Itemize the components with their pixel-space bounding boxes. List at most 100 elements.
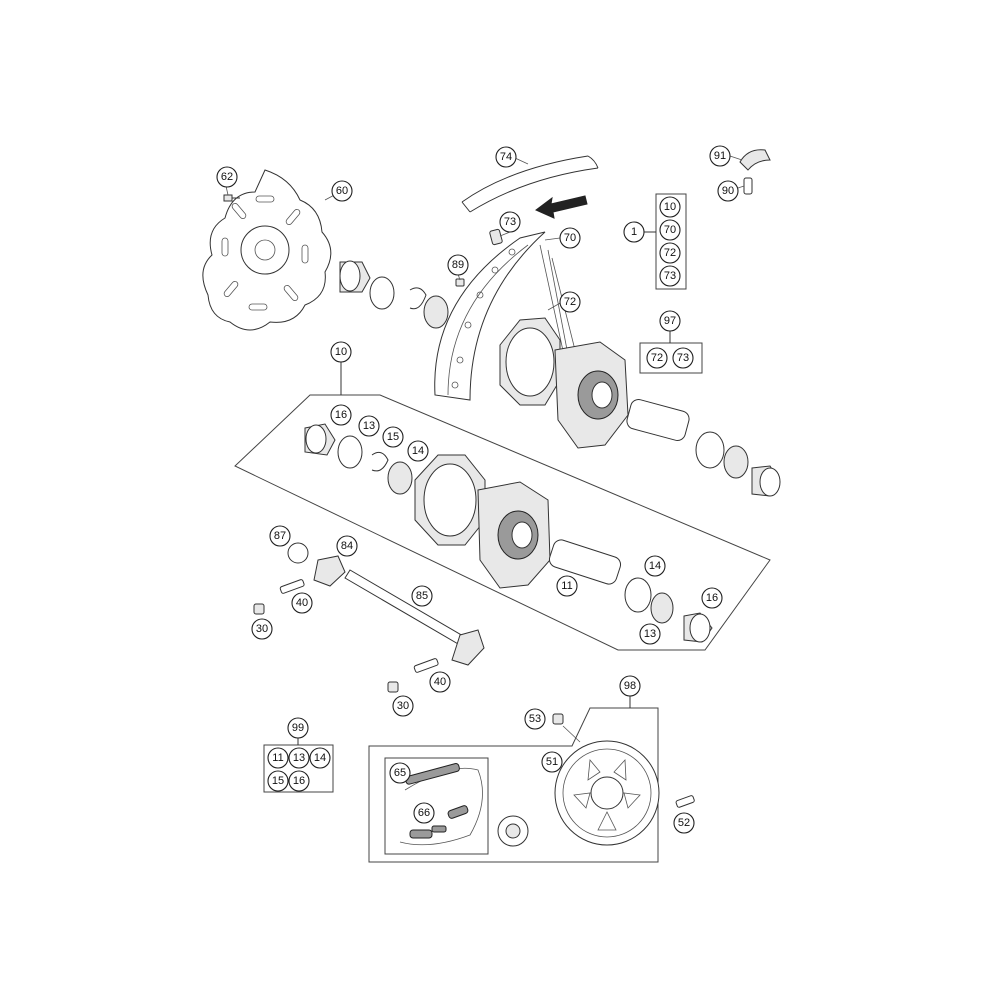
- direction-arrow-icon: [535, 195, 588, 219]
- svg-text:30: 30: [256, 623, 268, 635]
- adjuster-screw-upper: [253, 579, 305, 615]
- callout-99: 99: [287, 717, 309, 739]
- svg-text:98: 98: [624, 680, 636, 692]
- svg-text:10: 10: [335, 346, 347, 358]
- callout-90: 90: [717, 180, 739, 202]
- svg-text:89: 89: [452, 259, 464, 271]
- svg-text:51: 51: [546, 756, 558, 768]
- callout-91: 91: [709, 145, 731, 167]
- brake-disc: [202, 169, 332, 331]
- hub-upper-bearing-left: [339, 260, 449, 329]
- hub-kit-box: [234, 394, 771, 651]
- callout-87: 87: [269, 525, 291, 547]
- svg-text:91: 91: [714, 150, 726, 162]
- callout-kit99-13: 13: [288, 747, 310, 769]
- callout-kit99-11: 11: [267, 747, 289, 769]
- callout-51: 51: [541, 751, 563, 773]
- callout-kit99-16: 16: [288, 770, 310, 792]
- callout-kit99-14: 14: [309, 747, 331, 769]
- svg-text:62: 62: [221, 171, 233, 183]
- callout-40: 40: [291, 592, 313, 614]
- callout-14: 14: [407, 440, 429, 462]
- svg-text:11: 11: [561, 580, 572, 592]
- rim-band: [461, 155, 599, 213]
- svg-text:72: 72: [651, 352, 663, 364]
- callout-16: 16: [330, 404, 352, 426]
- svg-text:90: 90: [722, 185, 734, 197]
- svg-text:40: 40: [296, 597, 308, 609]
- front-sprocket: [497, 815, 529, 847]
- spoke-nipple: [455, 278, 465, 287]
- svg-text:73: 73: [677, 352, 689, 364]
- kit-bearing-left: [304, 423, 413, 495]
- callout-84: 84: [336, 535, 358, 557]
- kit-hub: [414, 454, 551, 589]
- callout-52: 52: [673, 812, 695, 834]
- callout-kit1-10: 10: [659, 196, 681, 218]
- callout-98: 98: [619, 675, 641, 697]
- callout-kit97-72: 72: [646, 347, 668, 369]
- svg-text:87: 87: [274, 530, 286, 542]
- svg-text:1: 1: [631, 226, 637, 238]
- svg-text:97: 97: [664, 315, 676, 327]
- callout-16-lower: 16: [701, 587, 723, 609]
- callout-73: 73: [499, 211, 521, 233]
- callout-62: 62: [216, 166, 238, 188]
- svg-text:60: 60: [336, 185, 348, 197]
- svg-text:16: 16: [335, 409, 347, 421]
- svg-text:10: 10: [664, 201, 676, 213]
- svg-text:65: 65: [394, 767, 406, 779]
- axle: [344, 569, 485, 666]
- callout-65: 65: [389, 762, 411, 784]
- svg-text:84: 84: [341, 540, 353, 552]
- svg-text:11: 11: [272, 752, 283, 764]
- valve-cap-icon: [739, 149, 771, 195]
- sprocket-screw: [675, 795, 695, 808]
- svg-text:13: 13: [363, 420, 375, 432]
- callout-72: 72: [559, 291, 581, 313]
- callout-70: 70: [559, 227, 581, 249]
- callout-74: 74: [495, 146, 517, 168]
- callout-kit99-15: 15: [267, 770, 289, 792]
- chain-adjuster: [287, 542, 346, 587]
- rear-sprocket: [554, 740, 660, 846]
- chain-box: [384, 757, 489, 855]
- svg-text:14: 14: [412, 445, 424, 457]
- kit-bearing-right: [624, 577, 713, 643]
- sprocket-nut: [552, 713, 581, 743]
- callout-53: 53: [524, 708, 546, 730]
- svg-text:74: 74: [500, 151, 512, 163]
- callout-13: 13: [358, 415, 380, 437]
- svg-text:72: 72: [564, 296, 576, 308]
- svg-text:15: 15: [387, 431, 399, 443]
- callout-40-lower: 40: [429, 671, 451, 693]
- svg-text:72: 72: [664, 247, 676, 259]
- svg-text:13: 13: [293, 752, 305, 764]
- callout-kit1-73: 73: [659, 265, 681, 287]
- callout-1: 1: [623, 221, 645, 243]
- callout-97: 97: [659, 310, 681, 332]
- svg-text:70: 70: [564, 232, 576, 244]
- callout-30: 30: [251, 618, 273, 640]
- callout-11: 11: [556, 575, 578, 597]
- svg-text:73: 73: [504, 216, 516, 228]
- svg-text:14: 14: [649, 560, 661, 572]
- hub-upper-bearing-right: [695, 431, 781, 497]
- svg-text:13: 13: [644, 628, 656, 640]
- svg-text:40: 40: [434, 676, 446, 688]
- svg-text:85: 85: [416, 590, 428, 602]
- callout-89: 89: [447, 254, 469, 276]
- svg-text:73: 73: [664, 270, 676, 282]
- svg-text:53: 53: [529, 713, 541, 725]
- callout-kit1-72: 72: [659, 242, 681, 264]
- svg-text:16: 16: [706, 592, 718, 604]
- valve: [489, 228, 503, 246]
- svg-text:70: 70: [664, 224, 676, 236]
- callout-10: 10: [330, 341, 352, 363]
- callout-66: 66: [413, 802, 435, 824]
- svg-text:99: 99: [292, 722, 304, 734]
- svg-text:30: 30: [397, 700, 409, 712]
- wheel-kit-box: [655, 193, 687, 290]
- callout-kit97-73: 73: [672, 347, 694, 369]
